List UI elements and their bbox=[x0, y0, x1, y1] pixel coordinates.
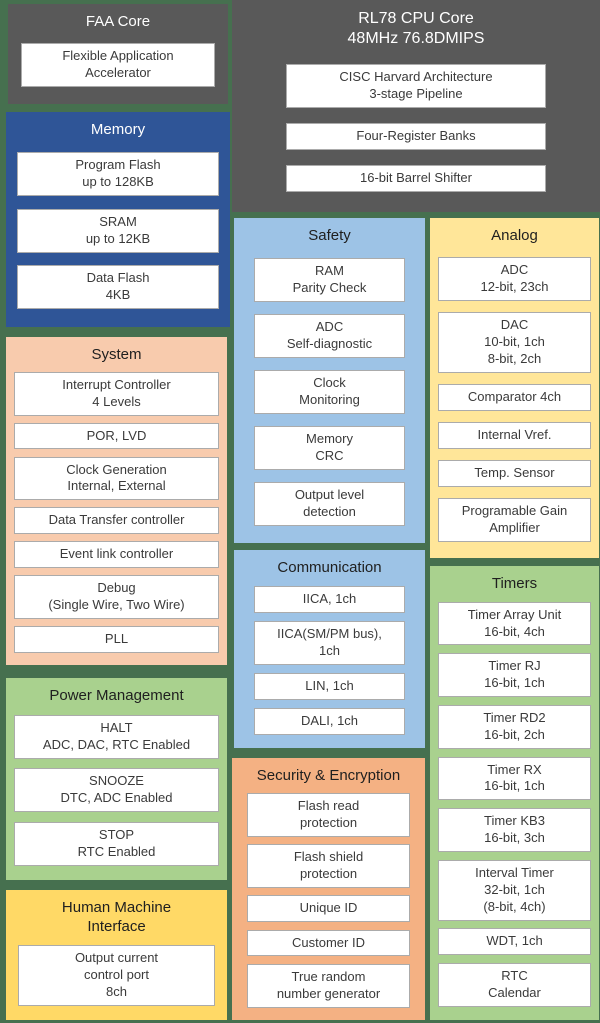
memory-block: Memory Program Flash up to 128KB SRAM up… bbox=[6, 112, 230, 327]
feature-box: Timer RJ 16-bit, 1ch bbox=[438, 653, 591, 698]
feature-box: HALT ADC, DAC, RTC Enabled bbox=[14, 715, 219, 759]
feature-box: Customer ID bbox=[247, 929, 410, 957]
feature-box: Flash shield protection bbox=[247, 844, 410, 888]
analog-title: Analog bbox=[491, 227, 538, 244]
power-management-title: Power Management bbox=[49, 687, 184, 704]
feature-box: SRAM up to 12KB bbox=[17, 208, 219, 253]
feature-box: STOP RTC Enabled bbox=[14, 821, 219, 866]
safety-block: Safety RAM Parity Check ADC Self-diagnos… bbox=[234, 218, 425, 543]
feature-box: Memory CRC bbox=[254, 425, 405, 470]
feature-box: SNOOZE DTC, ADC Enabled bbox=[14, 768, 219, 813]
faa-core-title: FAA Core bbox=[85, 13, 151, 30]
feature-box: ADC 12-bit, 23ch bbox=[438, 256, 591, 301]
feature-box: IICA(SM/PM bus), 1ch bbox=[254, 620, 405, 665]
feature-box: Debug (Single Wire, Two Wire) bbox=[14, 575, 219, 619]
power-management-block: Power Management HALT ADC, DAC, RTC Enab… bbox=[6, 678, 227, 880]
human-machine-interface-block: Human Machine Interface Output current c… bbox=[6, 890, 227, 1020]
feature-box: RTC Calendar bbox=[438, 963, 591, 1007]
feature-box: Unique ID bbox=[247, 895, 410, 923]
human-machine-interface-items: Output current control port 8ch bbox=[6, 937, 227, 1021]
feature-box: Output current control port 8ch bbox=[18, 945, 215, 1007]
feature-box: Output level detection bbox=[254, 481, 405, 526]
feature-box: Timer RX 16-bit, 1ch bbox=[438, 756, 591, 801]
feature-box: Flexible Application Accelerator bbox=[21, 43, 215, 88]
system-title: System bbox=[91, 346, 142, 363]
system-block: System Interrupt Controller 4 Levels POR… bbox=[6, 337, 227, 665]
faa-core-block: FAA Core Flexible Application Accelerato… bbox=[8, 4, 228, 104]
feature-box: Interval Timer 32-bit, 1ch (8-bit, 4ch) bbox=[438, 859, 591, 921]
feature-box: Timer RD2 16-bit, 2ch bbox=[438, 704, 591, 749]
memory-title: Memory bbox=[90, 121, 146, 138]
feature-box: Temp. Sensor bbox=[438, 459, 591, 487]
human-machine-interface-title: Human Machine Interface bbox=[61, 899, 172, 935]
cpu-core-title: RL78 CPU Core 48MHz 76.8DMIPS bbox=[347, 10, 485, 47]
power-management-items: HALT ADC, DAC, RTC Enabled SNOOZE DTC, A… bbox=[6, 706, 227, 880]
feature-box: True random number generator bbox=[247, 963, 410, 1008]
analog-block: Analog ADC 12-bit, 23ch DAC 10-bit, 1ch … bbox=[430, 218, 599, 558]
feature-box: DALI, 1ch bbox=[254, 707, 405, 735]
safety-items: RAM Parity Check ADC Self-diagnostic Clo… bbox=[234, 246, 425, 543]
feature-box: Interrupt Controller 4 Levels bbox=[14, 371, 219, 416]
cpu-core-items: CISC Harvard Architecture 3-stage Pipeli… bbox=[232, 49, 600, 212]
feature-box: DAC 10-bit, 1ch 8-bit, 2ch bbox=[438, 311, 591, 373]
timers-items: Timer Array Unit 16-bit, 4ch Timer RJ 16… bbox=[430, 594, 599, 1020]
feature-box: Event link controller bbox=[14, 541, 219, 569]
feature-box: Data Transfer controller bbox=[14, 507, 219, 535]
feature-box: Programable Gain Amplifier bbox=[438, 498, 591, 542]
analog-items: ADC 12-bit, 23ch DAC 10-bit, 1ch 8-bit, … bbox=[430, 246, 599, 558]
security-encryption-title: Security & Encryption bbox=[256, 767, 401, 784]
feature-box: RAM Parity Check bbox=[254, 257, 405, 302]
feature-box: WDT, 1ch bbox=[438, 928, 591, 956]
communication-items: IICA, 1ch IICA(SM/PM bus), 1ch LIN, 1ch … bbox=[234, 578, 425, 748]
communication-title: Communication bbox=[277, 559, 382, 576]
feature-box: LIN, 1ch bbox=[254, 672, 405, 700]
feature-box: Internal Vref. bbox=[438, 421, 591, 449]
communication-block: Communication IICA, 1ch IICA(SM/PM bus),… bbox=[234, 550, 425, 748]
feature-box: Clock Monitoring bbox=[254, 369, 405, 414]
feature-box: Timer Array Unit 16-bit, 4ch bbox=[438, 601, 591, 646]
system-items: Interrupt Controller 4 Levels POR, LVD C… bbox=[6, 365, 227, 665]
feature-box: Comparator 4ch bbox=[438, 383, 591, 411]
feature-box: CISC Harvard Architecture 3-stage Pipeli… bbox=[286, 64, 546, 108]
memory-items: Program Flash up to 128KB SRAM up to 12K… bbox=[6, 140, 230, 327]
feature-box: Flash read protection bbox=[247, 793, 410, 837]
feature-box: Clock Generation Internal, External bbox=[14, 456, 219, 501]
feature-box: ADC Self-diagnostic bbox=[254, 313, 405, 358]
security-encryption-items: Flash read protection Flash shield prote… bbox=[232, 786, 425, 1020]
cpu-core-block: RL78 CPU Core 48MHz 76.8DMIPS CISC Harva… bbox=[232, 0, 600, 212]
feature-box: Four-Register Banks bbox=[286, 123, 546, 150]
feature-box: POR, LVD bbox=[14, 422, 219, 450]
timers-block: Timers Timer Array Unit 16-bit, 4ch Time… bbox=[430, 566, 599, 1020]
faa-core-items: Flexible Application Accelerator bbox=[8, 32, 228, 104]
feature-box: Data Flash 4KB bbox=[17, 265, 219, 310]
feature-box: 16-bit Barrel Shifter bbox=[286, 165, 546, 192]
timers-title: Timers bbox=[491, 575, 538, 592]
safety-title: Safety bbox=[308, 227, 351, 244]
feature-box: Program Flash up to 128KB bbox=[17, 152, 219, 197]
feature-box: PLL bbox=[14, 625, 219, 653]
feature-box: Timer KB3 16-bit, 3ch bbox=[438, 808, 591, 853]
feature-box: IICA, 1ch bbox=[254, 585, 405, 613]
security-encryption-block: Security & Encryption Flash read protect… bbox=[232, 758, 425, 1020]
